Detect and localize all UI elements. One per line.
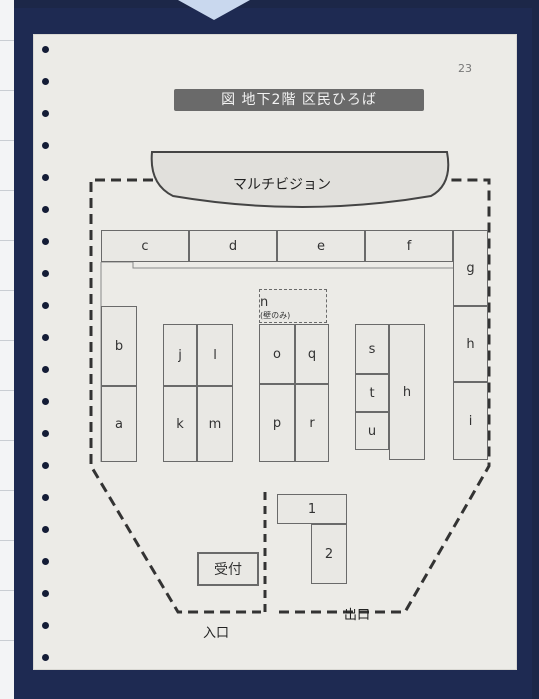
booth-u: u (355, 412, 389, 450)
binder-hole (42, 654, 49, 661)
binder-hole (42, 46, 49, 53)
multivision-label: マルチビジョン (233, 177, 331, 193)
booth-i: i (453, 382, 488, 460)
page-number: 23 (458, 62, 472, 75)
booth-2: 2 (311, 524, 347, 584)
map-title: 図 地下2階 区民ひろば (174, 89, 424, 111)
top-arrow-marker (178, 0, 250, 20)
booth-t: t (355, 374, 389, 412)
entrance-label: 入口 (203, 626, 230, 641)
booth-l: l (197, 324, 233, 386)
booth-c: c (101, 230, 189, 262)
binder-hole (42, 78, 49, 85)
braille-map-sheet: 23 図 地下2階 区民ひろば マルチビジョン c d e f g b a h … (33, 34, 517, 670)
booth-o: o (259, 324, 295, 384)
booth-q: q (295, 324, 329, 384)
binder-hole (42, 334, 49, 341)
booth-n-label: n (260, 295, 269, 310)
binder-hole (42, 238, 49, 245)
binder-hole (42, 270, 49, 277)
binder-hole (42, 494, 49, 501)
binder-hole (42, 462, 49, 469)
floor-outline (89, 151, 491, 614)
binder-hole (42, 110, 49, 117)
binder-hole (42, 398, 49, 405)
exit-label: 出口 (344, 608, 371, 623)
binder-hole (42, 558, 49, 565)
booth-s: s (355, 324, 389, 374)
binder-hole (42, 206, 49, 213)
booth-e: e (277, 230, 365, 262)
booth-g: g (453, 230, 488, 306)
booth-d: d (189, 230, 277, 262)
booth-m: m (197, 386, 233, 462)
reception-desk: 受付 (197, 552, 259, 586)
background-page-strip (0, 0, 14, 699)
booth-f: f (365, 230, 453, 262)
binder-hole (42, 526, 49, 533)
binder-hole (42, 590, 49, 597)
binder-hole (42, 622, 49, 629)
booth-n-wall: n (壁のみ) (259, 289, 327, 323)
binder-hole (42, 366, 49, 373)
booth-n-note: (壁のみ) (260, 311, 291, 320)
binder-hole (42, 430, 49, 437)
booth-1: 1 (277, 494, 347, 524)
binder-hole (42, 174, 49, 181)
booth-k: k (163, 386, 197, 462)
booth-h-center: h (389, 324, 425, 460)
booth-b: b (101, 306, 137, 386)
booth-r: r (295, 384, 329, 462)
booth-p: p (259, 384, 295, 462)
binder-hole (42, 302, 49, 309)
binder-hole (42, 142, 49, 149)
booth-h: h (453, 306, 488, 382)
booth-j: j (163, 324, 197, 386)
booth-a: a (101, 386, 137, 462)
